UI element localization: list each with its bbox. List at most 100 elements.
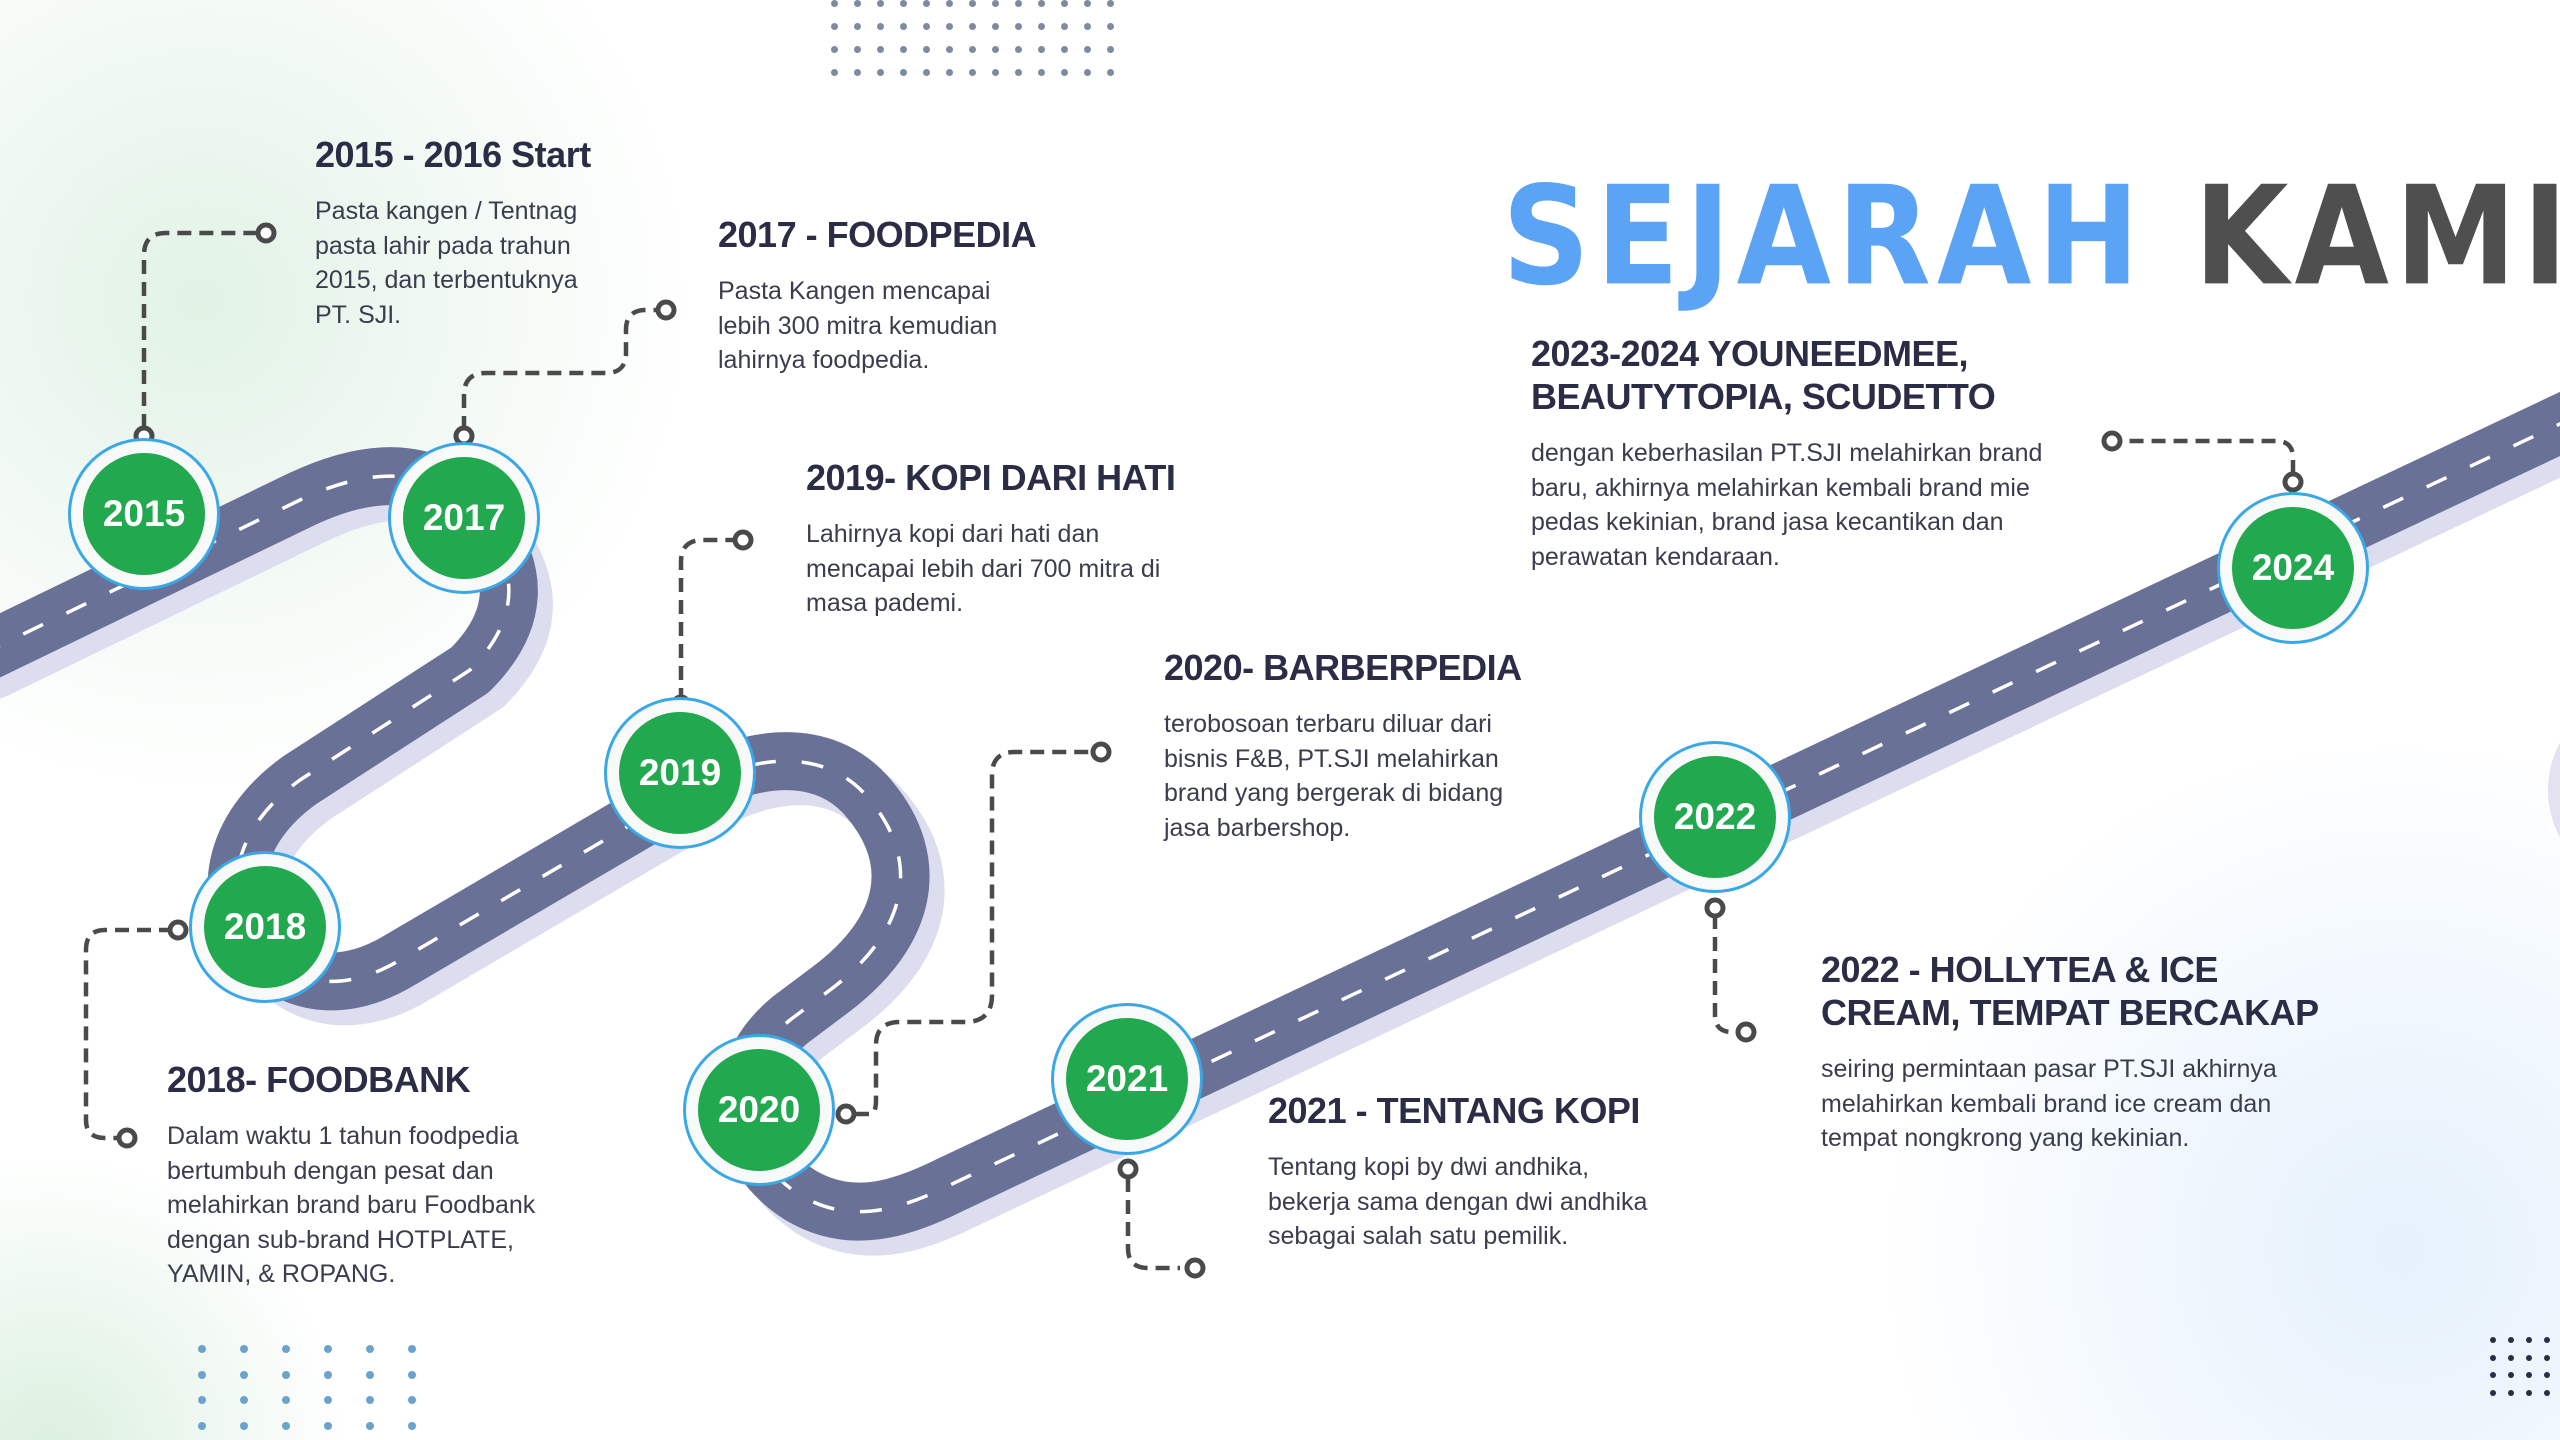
dot [877, 0, 884, 7]
dot [1038, 23, 1045, 30]
connector-node-2019-top [732, 529, 754, 551]
dot [408, 1370, 416, 1379]
connector-node-2024-bottom [2282, 471, 2304, 493]
year-label: 2021 [1085, 1058, 1169, 1099]
dot [969, 23, 976, 30]
year-label: 2024 [2251, 547, 2335, 588]
dot [324, 1421, 332, 1430]
dot-grid-top [831, 0, 1130, 92]
dot [2490, 1372, 2496, 1378]
dot-grid-bottom-left [198, 1345, 450, 1440]
year-label: 2017 [422, 497, 506, 538]
milestone-2019-text: 2019- KOPI DARI HATI Lahirnya kopi dari … [806, 456, 1246, 621]
dot [1107, 0, 1114, 7]
connectors [83, 230, 2296, 1271]
title-part-accent: SEJARAH [1502, 156, 2146, 316]
connector-node-2022-bottom [1735, 1021, 1757, 1043]
dot [969, 69, 976, 76]
year-label: 2019 [638, 752, 722, 793]
dot [1084, 23, 1091, 30]
dot [282, 1396, 290, 1404]
dot [240, 1345, 248, 1353]
dot [969, 46, 976, 53]
connector-node-2022-top [1704, 897, 1726, 919]
dot [2526, 1389, 2532, 1396]
connector-2021 [1125, 1178, 1180, 1271]
dot [854, 69, 861, 76]
dot [992, 23, 999, 30]
dot [877, 69, 884, 76]
dot [2526, 1372, 2532, 1378]
dot [282, 1370, 290, 1379]
dot [366, 1421, 374, 1430]
connector-2020 [855, 749, 1093, 1117]
dot [1015, 23, 1022, 30]
dot [992, 46, 999, 53]
milestone-title: 2020- BARBERPEDIA [1164, 647, 1522, 688]
year-badge: 2020 [698, 1049, 820, 1171]
dot [366, 1370, 374, 1379]
dot [923, 69, 930, 76]
dot [1084, 46, 1091, 53]
dot [198, 1345, 206, 1353]
dot [831, 0, 838, 7]
dot [923, 46, 930, 53]
connector-node-2018-right [167, 919, 189, 941]
dot [1107, 69, 1114, 76]
dot [2490, 1337, 2496, 1343]
dot [1061, 46, 1068, 53]
dot [900, 23, 907, 30]
dot [2508, 1389, 2514, 1396]
dot [2508, 1372, 2514, 1378]
dot [282, 1345, 290, 1353]
milestone-2020-text: 2020- BARBERPEDIA terobosoan terbaru dil… [1164, 646, 1584, 845]
dot [2526, 1337, 2532, 1343]
milestone-2021-text: 2021 - TENTANG KOPI Tentang kopi by dwi … [1268, 1089, 1708, 1254]
dot [854, 46, 861, 53]
dot [2544, 1354, 2550, 1361]
year-label: 2018 [223, 906, 307, 947]
milestone-2018-text: 2018- FOODBANK Dalam waktu 1 tahun foodp… [167, 1058, 627, 1292]
connector-node-2020-top [1090, 741, 1112, 763]
milestone-2024-text: 2023-2024 YOUNEEDMEE, BEAUTYTOPIA, SCUDE… [1531, 332, 2091, 574]
connector-node-2020-right [835, 1103, 857, 1125]
milestone-description: Pasta kangen / Tentnag pasta lahir pada … [315, 197, 578, 329]
dot [923, 23, 930, 30]
dot [324, 1370, 332, 1379]
milestone-title: 2022 - HOLLYTEA & ICE CREAM, TEMPAT BERC… [1821, 949, 2319, 1033]
dot [1038, 69, 1045, 76]
year-badge: 2021 [1066, 1018, 1188, 1140]
dot [946, 46, 953, 53]
milestone-description: Dalam waktu 1 tahun foodpedia bertumbuh … [167, 1122, 536, 1288]
year-node-2018: 2018 [189, 851, 341, 1003]
dot [408, 1396, 416, 1404]
milestone-title: 2015 - 2016 Start [315, 134, 591, 175]
connector-2018 [83, 927, 173, 1141]
milestone-title: 2017 - FOODPEDIA [718, 214, 1037, 255]
connector-2017 [461, 307, 658, 430]
dot [408, 1421, 416, 1430]
dot [854, 23, 861, 30]
dot [831, 23, 838, 30]
dot [198, 1421, 206, 1430]
dot [831, 69, 838, 76]
connector-node-2021-bottom [1184, 1257, 1206, 1279]
milestone-2017-text: 2017 - FOODPEDIA Pasta Kangen mencapai l… [718, 213, 1098, 378]
dot [198, 1370, 206, 1379]
dot [969, 0, 976, 7]
dot-grid-bottom-right [2490, 1337, 2560, 1407]
dot [831, 46, 838, 53]
milestone-description: Pasta Kangen mencapai lebih 300 mitra ke… [718, 277, 998, 374]
milestone-title: 2023-2024 YOUNEEDMEE, BEAUTYTOPIA, SCUDE… [1531, 333, 1996, 417]
connector-node-2024-left [2101, 430, 2123, 452]
dot [2508, 1354, 2514, 1361]
dot [900, 46, 907, 53]
dot [923, 0, 930, 7]
year-node-2017: 2017 [388, 442, 540, 594]
year-node-2020: 2020 [683, 1034, 835, 1186]
dot [2544, 1372, 2550, 1378]
dot [900, 69, 907, 76]
dot [2544, 1337, 2550, 1343]
connector-2024 [2126, 438, 2296, 474]
year-badge: 2024 [2232, 507, 2354, 629]
